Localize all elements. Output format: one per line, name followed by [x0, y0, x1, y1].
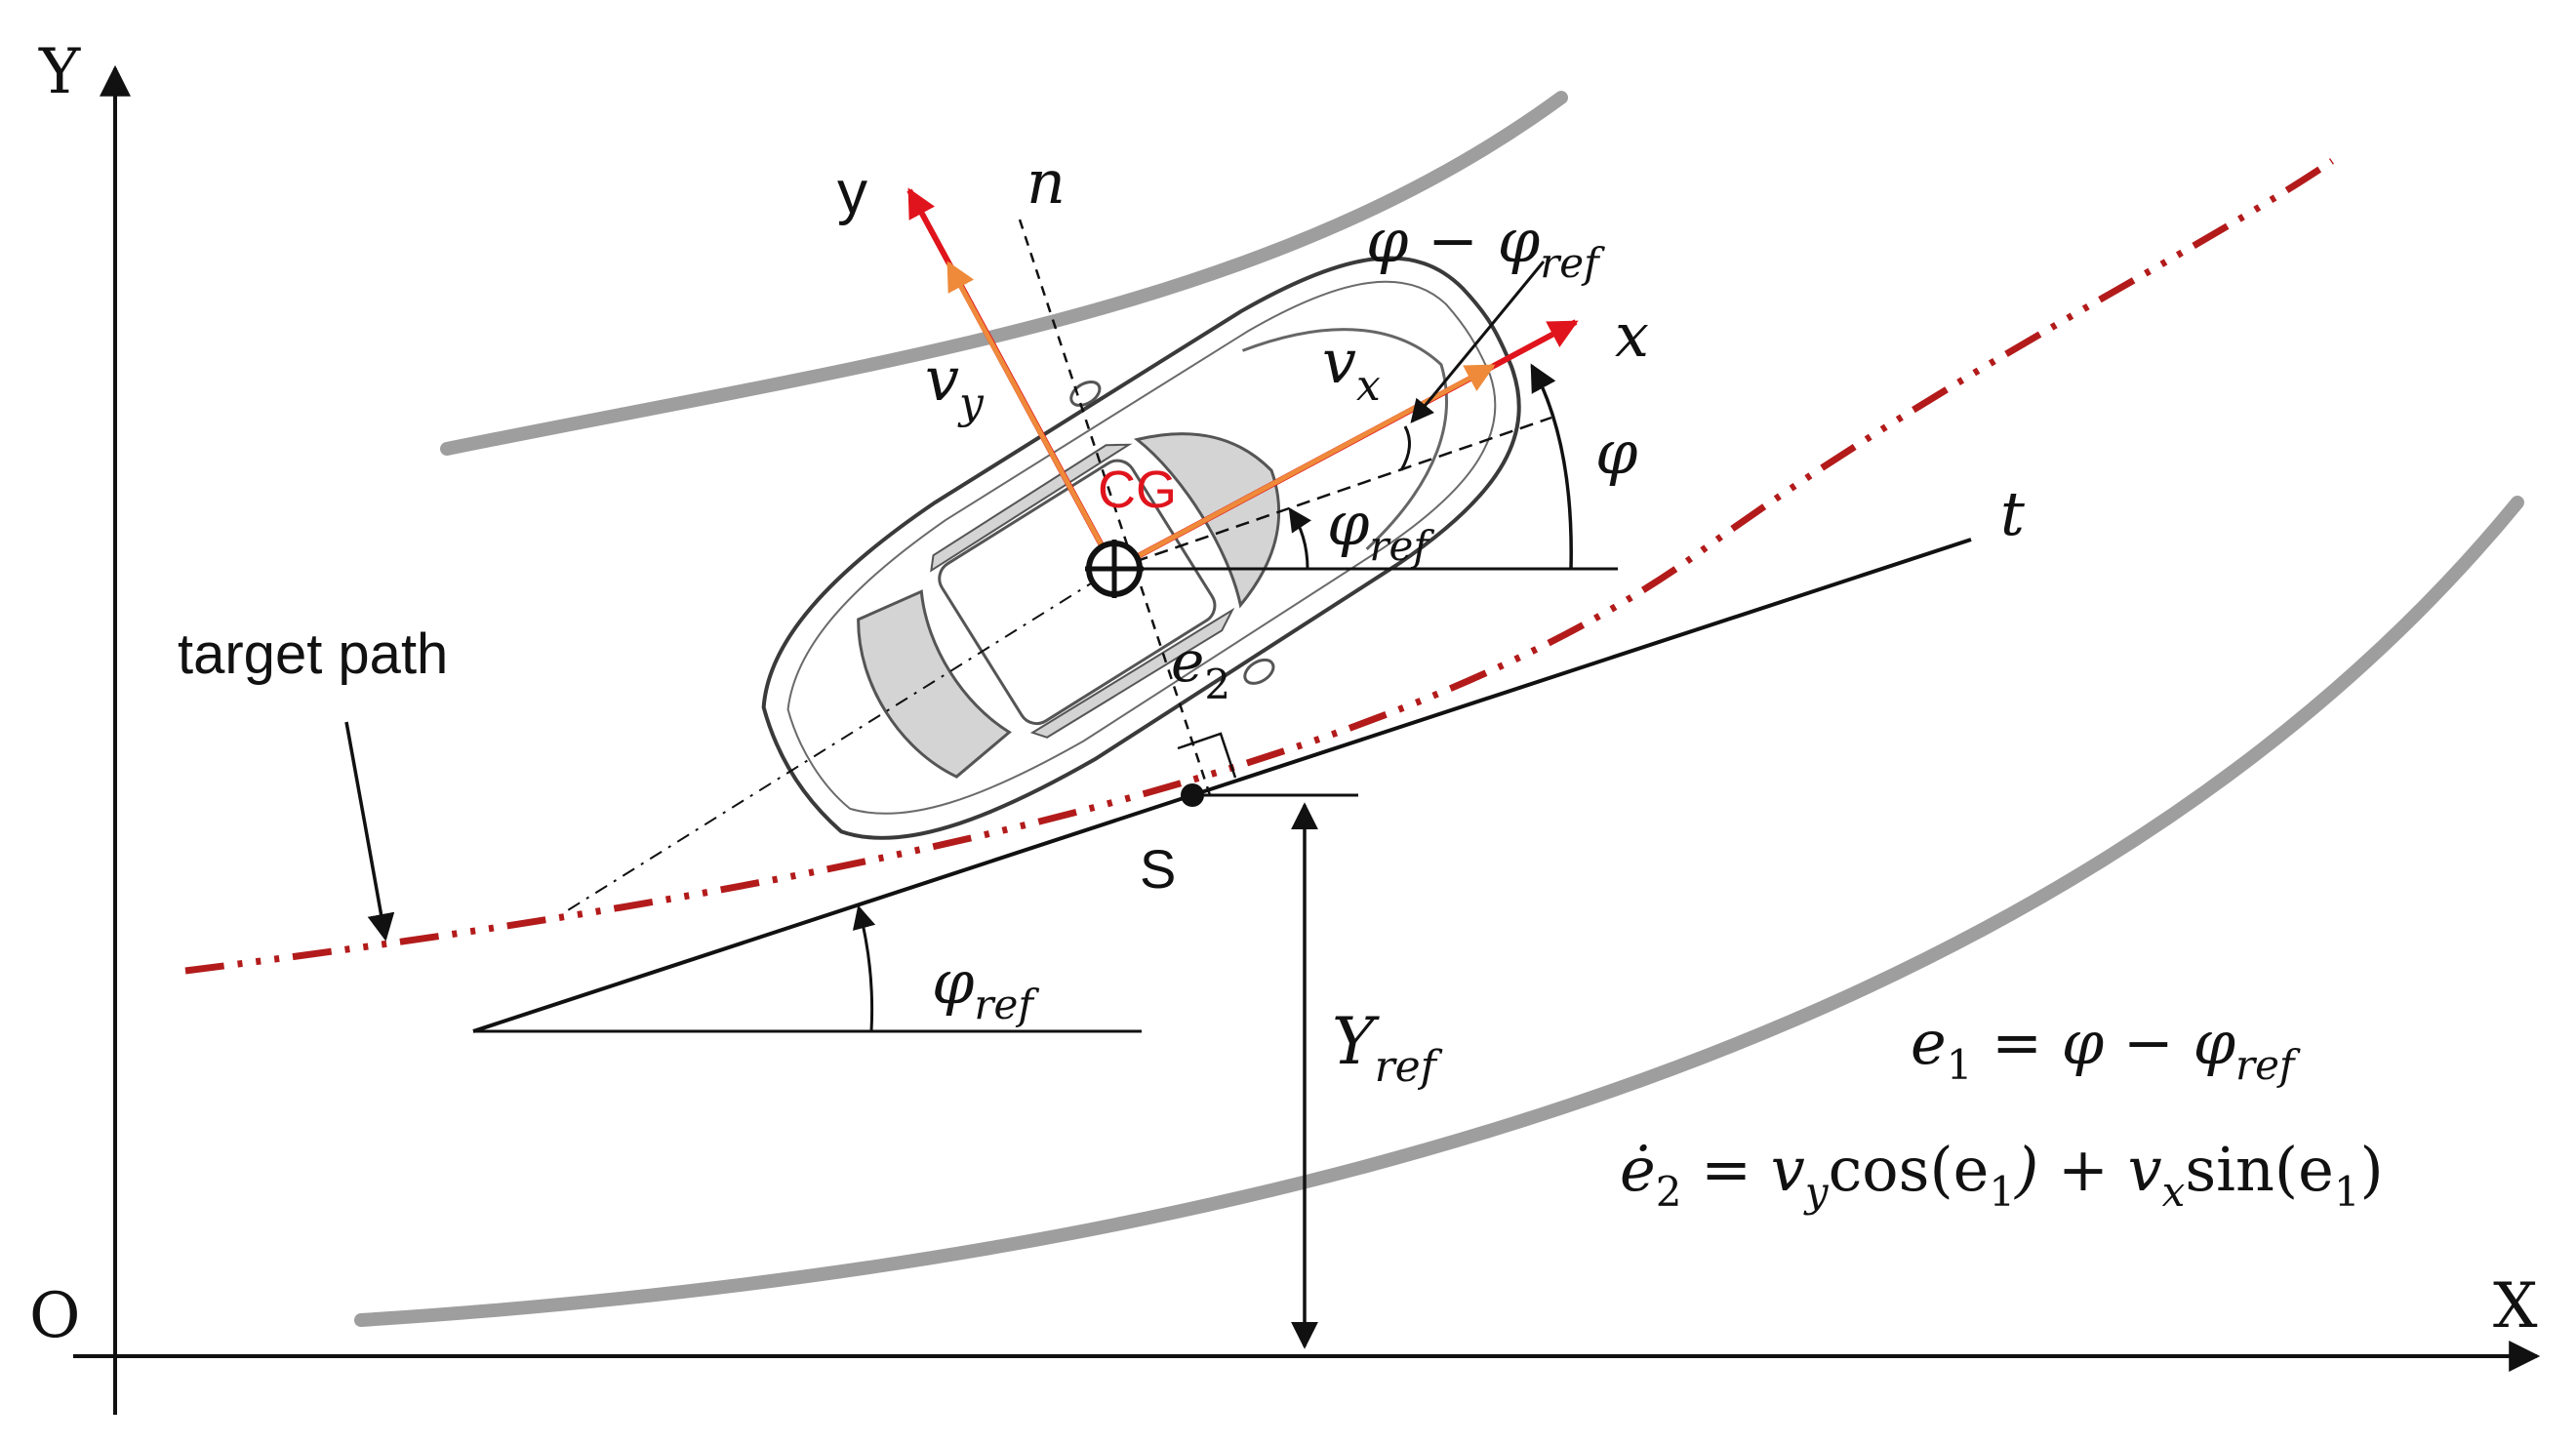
eq2-eq: = v [1681, 1134, 1804, 1205]
phi-ref-main-bottom: φ [932, 946, 975, 1018]
phi-minus-ref-arc [1399, 425, 1411, 471]
eq1-rhs: = φ − φ [1972, 1007, 2235, 1078]
phi-label: φ [1595, 417, 1638, 488]
point-s-label: S [1140, 838, 1176, 900]
normal-line [1018, 219, 1212, 796]
tangent-t-label: t [2000, 478, 2025, 549]
equation-e2-dot: ė2 = vycos(e1) + vxsin(e1) [1620, 1134, 2384, 1216]
target-path-label: target path [178, 622, 448, 686]
vehicle-x-label: x [1615, 300, 1649, 371]
car-side-window-left [930, 443, 1133, 573]
eq1-e: e [1911, 1007, 1947, 1078]
target-path-line [184, 158, 2334, 975]
yref-main: Y [1332, 1004, 1380, 1079]
car-mirror-left [1069, 380, 1102, 407]
eq2-sin: sin(e [2185, 1134, 2333, 1205]
eq1-rhs-sub: ref [2235, 1041, 2301, 1089]
e2-main: e [1171, 628, 1204, 695]
eq2-end: ) [2360, 1134, 2384, 1205]
tangent-line [472, 538, 1972, 1033]
phi-minus-ref-pointer [1410, 261, 1546, 423]
eq2-sin-sub: 1 [2334, 1168, 2360, 1216]
vy-sub: y [957, 379, 985, 428]
car-centerline-rear [567, 568, 1115, 911]
cg-label: CG [1098, 461, 1177, 519]
vx-main: v [1322, 326, 1356, 397]
vehicle-y-label: y [837, 159, 867, 226]
phi-ref-sub-cg: ref [1369, 522, 1434, 570]
y-axis-label: Y [38, 36, 81, 108]
eq2-cos-sub: 1 [1989, 1168, 2015, 1216]
eq2-mid: ) + v [2013, 1134, 2162, 1205]
e2-label: e2 [1171, 628, 1230, 708]
eq2-e: ė [1620, 1134, 1656, 1205]
phi-minus-phi-ref-label: φ − φref [1366, 205, 1605, 287]
coordinate-axes [73, 64, 2541, 1415]
normal-n-label: n [1026, 146, 1066, 218]
eq2-vy-sub: y [1803, 1168, 1830, 1216]
origin-label: O [29, 1280, 80, 1352]
cg-symbol [1085, 540, 1144, 598]
car-hood-line [1241, 328, 1448, 550]
phi-ref-label-cg: φref [1327, 488, 1434, 570]
road-boundaries [354, 91, 2524, 1327]
car-side-window-right [1029, 607, 1235, 739]
phi-minus-ref-main: φ − φ [1366, 205, 1541, 276]
tangent-geometry [472, 538, 1972, 1033]
phi-ref-bottom-arc [852, 904, 876, 1032]
equation-e1: e1 = φ − φref [1911, 1007, 2301, 1089]
target-path-pointer [344, 721, 395, 942]
car-rear-window [857, 589, 1012, 779]
eq2-vx-sub: x [2162, 1168, 2186, 1216]
vy-main: v [925, 343, 959, 415]
road-boundary-upper [440, 91, 1568, 456]
vx-label: vx [1322, 326, 1381, 411]
car [567, 256, 1521, 911]
phi-ref-label-bottom: φref [932, 946, 1039, 1028]
eq2-e-sub: 2 [1656, 1168, 1682, 1216]
eq2-cos: cos(e [1829, 1134, 1990, 1205]
road-boundary-lower [354, 496, 2524, 1327]
phi-minus-ref-sub: ref [1540, 239, 1605, 287]
yref-label: Yref [1332, 1004, 1443, 1092]
yref-sub: ref [1375, 1042, 1443, 1092]
vx-sub: x [1356, 361, 1381, 411]
x-axis-label: X [2493, 1270, 2538, 1343]
right-angle-marker [1177, 732, 1237, 779]
phi-ref-main-cg: φ [1327, 488, 1370, 559]
path-direction-dashed-line [1113, 416, 1552, 571]
phi-ref-arc-cg [1288, 507, 1311, 570]
vy-label: vy [925, 343, 985, 428]
car-mirror-right [1243, 658, 1275, 685]
eq1-e-sub: 1 [1947, 1041, 1973, 1089]
phi-ref-sub-bottom: ref [974, 981, 1039, 1028]
e2-sub: 2 [1204, 661, 1230, 708]
phi-arc [1530, 363, 1573, 570]
vy-velocity-arrow [946, 261, 1117, 571]
